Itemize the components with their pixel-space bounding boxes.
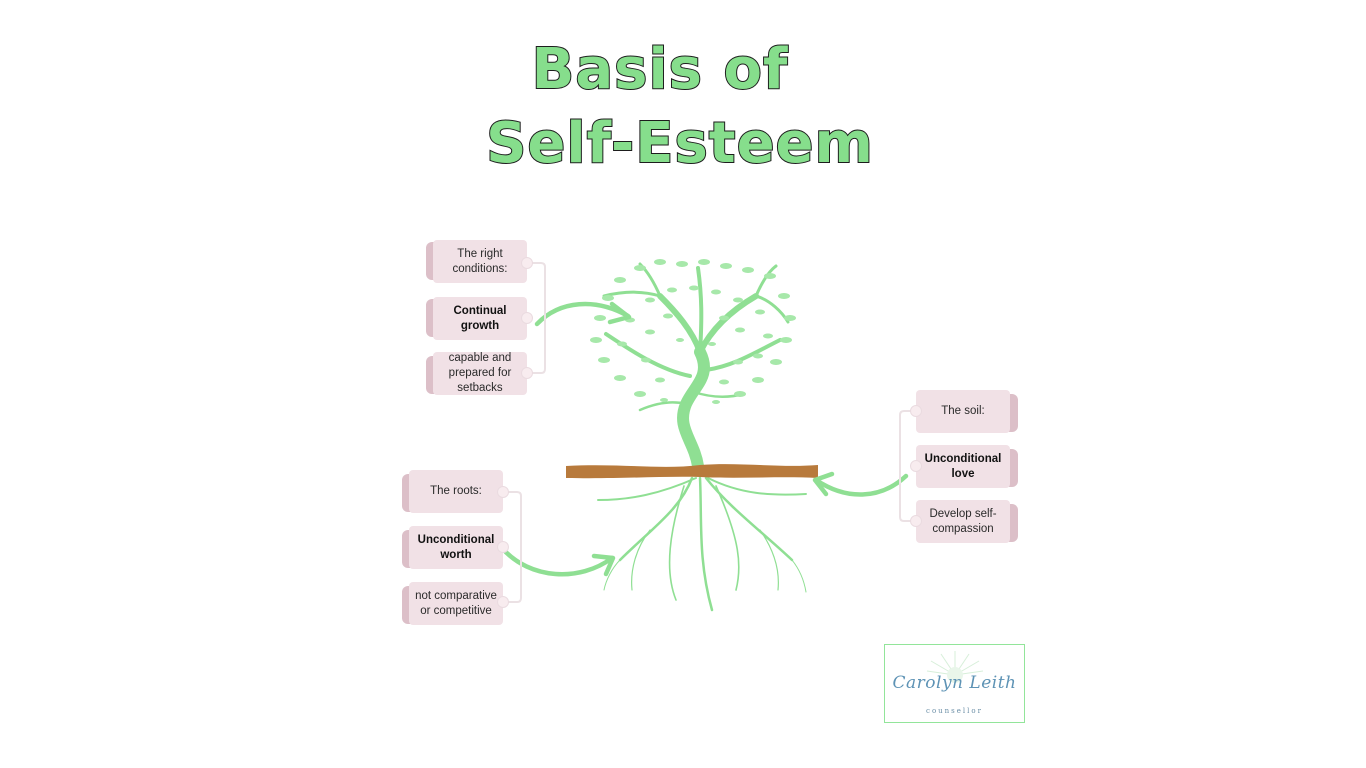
sun-icon (926, 651, 984, 683)
connector-dot (497, 541, 509, 553)
counsellor-logo: Carolyn Leith counsellor (884, 644, 1025, 723)
soil-card-2: Unconditional love (916, 445, 1010, 488)
roots-key-point: Unconditional worth (417, 533, 495, 561)
connector-dot (910, 460, 922, 472)
logo-subtitle: counsellor (926, 707, 983, 715)
conditions-card-2: Continual growth (433, 297, 527, 340)
conditions-key-point: Continual growth (453, 304, 507, 332)
conditions-label: The right conditions: (452, 247, 508, 275)
connector-dot (521, 367, 533, 379)
roots-card-2: Unconditional worth (409, 526, 503, 569)
connector-dot (521, 312, 533, 324)
connector-dot (521, 257, 533, 269)
roots-detail: not comparative or competitive (415, 589, 497, 617)
roots-card-1: The roots: (409, 470, 503, 513)
soil-card-3: Develop self-compassion (916, 500, 1010, 543)
soil-label: The soil: (941, 405, 985, 418)
page-title-line2: Self-Esteem (485, 111, 874, 176)
connector-dot (910, 515, 922, 527)
soil-key-point: Unconditional love (924, 452, 1002, 480)
soil-card-1: The soil: (916, 390, 1010, 433)
soil-detail: Develop self-compassion (929, 507, 997, 535)
conditions-detail: capable and prepared for setbacks (448, 352, 512, 394)
connector-dot (910, 405, 922, 417)
connector-dot (497, 486, 509, 498)
logo-name: Carolyn Leith (892, 673, 1017, 693)
roots-card-3: not comparative or competitive (409, 582, 503, 625)
conditions-card-1: The right conditions: (433, 240, 527, 283)
conditions-card-3: capable and prepared for setbacks (433, 352, 527, 395)
page-title-line1: Basis of (531, 37, 789, 102)
roots-label: The roots: (430, 485, 482, 498)
connector-dot (497, 596, 509, 608)
